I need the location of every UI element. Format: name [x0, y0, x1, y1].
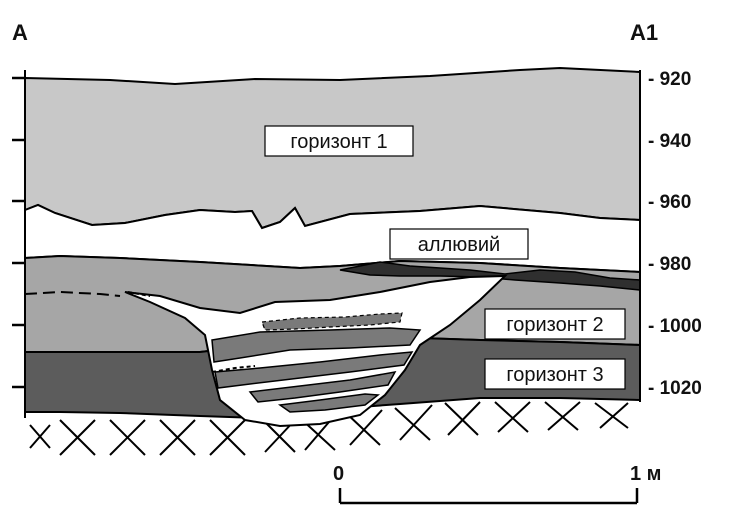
label-horizon-1: горизонт 1	[290, 131, 387, 153]
depth-axis: - 920 - 940 - 960 - 980 - 1000 - 1020	[648, 69, 702, 399]
section-label-a: A	[12, 20, 28, 45]
depth-tick-label: - 920	[648, 69, 691, 90]
label-alluvium: аллювий	[418, 234, 500, 256]
depth-tick-label: - 980	[648, 254, 691, 275]
label-horizon-2: горизонт 2	[506, 314, 603, 336]
depth-tick-label: - 940	[648, 131, 691, 152]
scale-end-label: 1 м	[630, 463, 661, 485]
scale-bar: 0 1 м	[333, 463, 661, 503]
depth-tick-label: - 1000	[648, 316, 702, 337]
label-horizon-3: горизонт 3	[506, 364, 603, 386]
scale-start-label: 0	[333, 463, 344, 485]
left-tick-marks	[12, 78, 25, 387]
depth-tick-label: - 1020	[648, 378, 702, 399]
depth-tick-label: - 960	[648, 192, 691, 213]
section-label-a1: A1	[630, 20, 658, 45]
